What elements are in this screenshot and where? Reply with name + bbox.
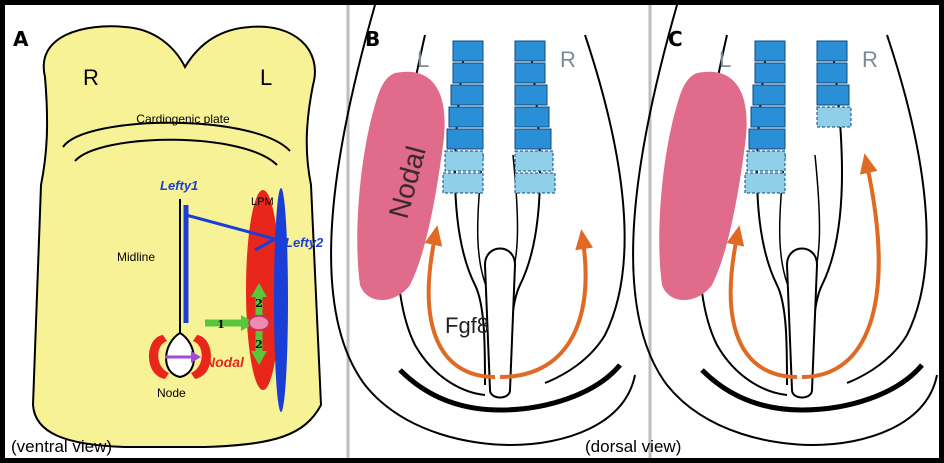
dorsal-view-caption: (dorsal view) (585, 438, 681, 455)
signal-step-2-bottom: 2 (255, 338, 263, 351)
panel-c (633, 5, 939, 458)
nodal-label-a: Nodal (205, 354, 245, 370)
lpm-label: LPM (251, 196, 274, 208)
panel-letter-c: C (668, 29, 683, 49)
midline-label: Midline (117, 250, 155, 264)
panel-c-left-label: L (719, 47, 731, 72)
panel-b-fgf8-label: Fgf8 (445, 313, 489, 338)
panel-c-right-label: R (862, 47, 878, 72)
panel-b-left-label: L (417, 47, 429, 72)
panel-b (331, 5, 644, 458)
figure-artwork: R L Cardiogenic plate Lefty1 LPM Lefty2 … (5, 5, 939, 458)
lefty2-domain (274, 188, 288, 412)
ventral-view-caption: (ventral view) (11, 438, 112, 455)
panel-letter-b: B (365, 29, 380, 49)
panel-b-right-label: R (560, 47, 576, 72)
lefty2-label: Lefty2 (285, 235, 324, 250)
lefty1-label: Lefty1 (160, 178, 198, 193)
panel-letter-a: A (13, 29, 28, 49)
lpm-target-oval (249, 316, 269, 330)
node-label: Node (157, 386, 186, 400)
signal-step-1: 1 (217, 318, 225, 331)
panel-a-left-label: L (260, 65, 272, 90)
signal-step-2-top: 2 (255, 297, 263, 310)
cardiogenic-plate-label: Cardiogenic plate (136, 112, 230, 126)
panel-a-right-label: R (83, 65, 99, 90)
